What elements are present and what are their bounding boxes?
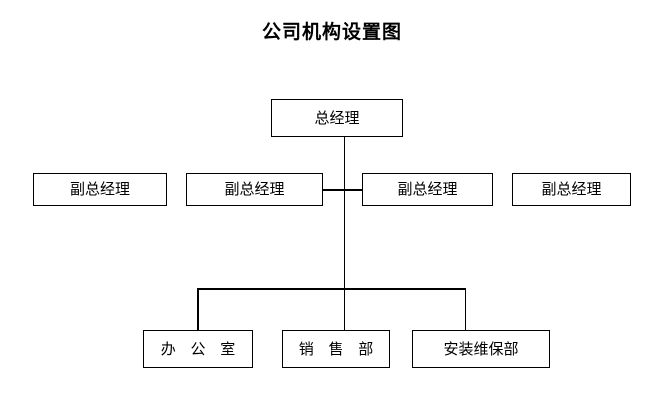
connector-trunk-vertical — [343, 136, 345, 289]
connector-level2-horizontal — [323, 189, 363, 191]
node-deputy-general-manager-1[interactable]: 副总经理 — [33, 173, 167, 206]
node-installation-maintenance-department[interactable]: 安装维保部 — [412, 330, 550, 368]
node-sales-department[interactable]: 销 售 部 — [282, 330, 390, 368]
page-title: 公司机构设置图 — [261, 21, 402, 43]
connector-drop-office — [197, 288, 199, 331]
node-deputy-general-manager-3[interactable]: 副总经理 — [362, 173, 493, 206]
node-deputy-general-manager-4[interactable]: 副总经理 — [512, 173, 631, 206]
node-office[interactable]: 办 公 室 — [143, 330, 253, 368]
connector-drop-service — [464, 288, 466, 331]
connector-level3-distribution-bar — [197, 288, 466, 290]
node-deputy-general-manager-2[interactable]: 副总经理 — [186, 173, 323, 206]
connector-drop-sales — [343, 288, 345, 331]
node-general-manager[interactable]: 总经理 — [271, 99, 403, 137]
